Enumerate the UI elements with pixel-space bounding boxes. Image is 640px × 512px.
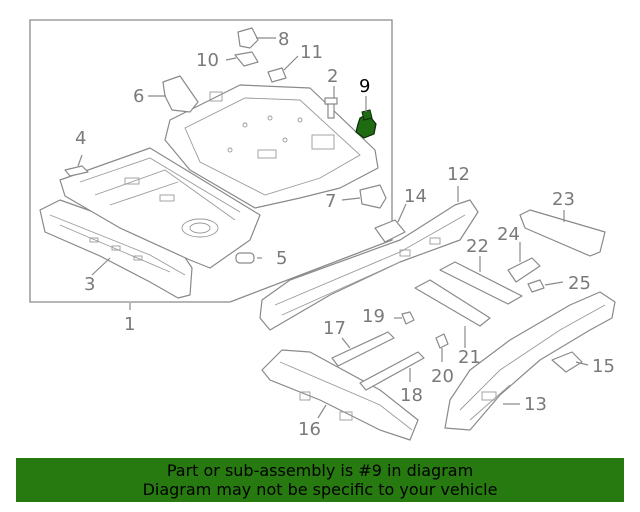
part-21-crossmember[interactable] [414,279,491,327]
part-11-plate[interactable] [267,67,287,83]
part-4-plate[interactable] [64,165,89,177]
part-18-crossmember[interactable] [359,351,425,391]
label-6: 6 [133,86,144,107]
part-2-bolt[interactable] [324,97,338,119]
part-10-bracket[interactable] [234,51,259,67]
label-24: 24 [497,224,520,245]
label-8: 8 [278,29,289,50]
part-24-bracket[interactable] [507,257,541,283]
label-23: 23 [552,189,575,210]
label-20: 20 [431,366,454,387]
label-14: 14 [404,186,427,207]
parts-diagram: 1 2 3 4 5 6 7 8 10 11 9 12 13 14 15 16 1… [29,19,616,441]
label-7: 7 [325,191,336,212]
rear-floor-pan[interactable] [164,84,379,209]
label-12: 12 [447,164,470,185]
part-9-bracket-highlighted[interactable] [355,109,377,139]
leader-lines [77,37,589,419]
part-16-rail[interactable] [261,349,419,441]
part-5-grommet[interactable] [235,252,255,264]
part-17-crossmember[interactable] [331,331,395,367]
label-21: 21 [458,347,481,368]
banner-line-1: Part or sub-assembly is #9 in diagram [166,461,474,480]
part-13-rail[interactable] [444,291,616,431]
part-22-crossmember[interactable] [439,261,523,305]
label-19: 19 [362,306,385,327]
label-9: 9 [359,76,370,97]
part-20-clip[interactable] [435,333,449,349]
label-18: 18 [400,385,423,406]
label-10: 10 [196,50,219,71]
label-5: 5 [276,248,287,269]
part-25-bracket[interactable] [527,279,545,293]
part-7-bracket[interactable] [359,184,387,209]
label-17: 17 [323,318,346,339]
part-info-banner: Part or sub-assembly is #9 in diagram Di… [16,458,624,502]
banner-line-2: Diagram may not be specific to your vehi… [142,480,498,499]
label-1: 1 [124,314,135,335]
part-23-crossmember[interactable] [519,209,606,257]
label-2: 2 [327,66,338,87]
part-8-bracket[interactable] [237,27,259,49]
part-12-rail[interactable] [259,199,479,331]
label-3: 3 [84,274,95,295]
label-4: 4 [75,128,86,149]
label-22: 22 [466,236,489,257]
part-15-bracket[interactable] [551,351,583,373]
label-15: 15 [592,356,615,377]
label-11: 11 [300,42,323,63]
label-16: 16 [298,419,321,440]
part-19-clip[interactable] [401,311,415,325]
label-25: 25 [568,273,591,294]
callout-labels: 1 2 3 4 5 6 7 8 10 11 9 12 13 14 15 16 1… [75,29,615,440]
part-14-bracket[interactable] [374,219,406,243]
label-13: 13 [524,394,547,415]
front-floor-pan[interactable] [59,147,261,269]
